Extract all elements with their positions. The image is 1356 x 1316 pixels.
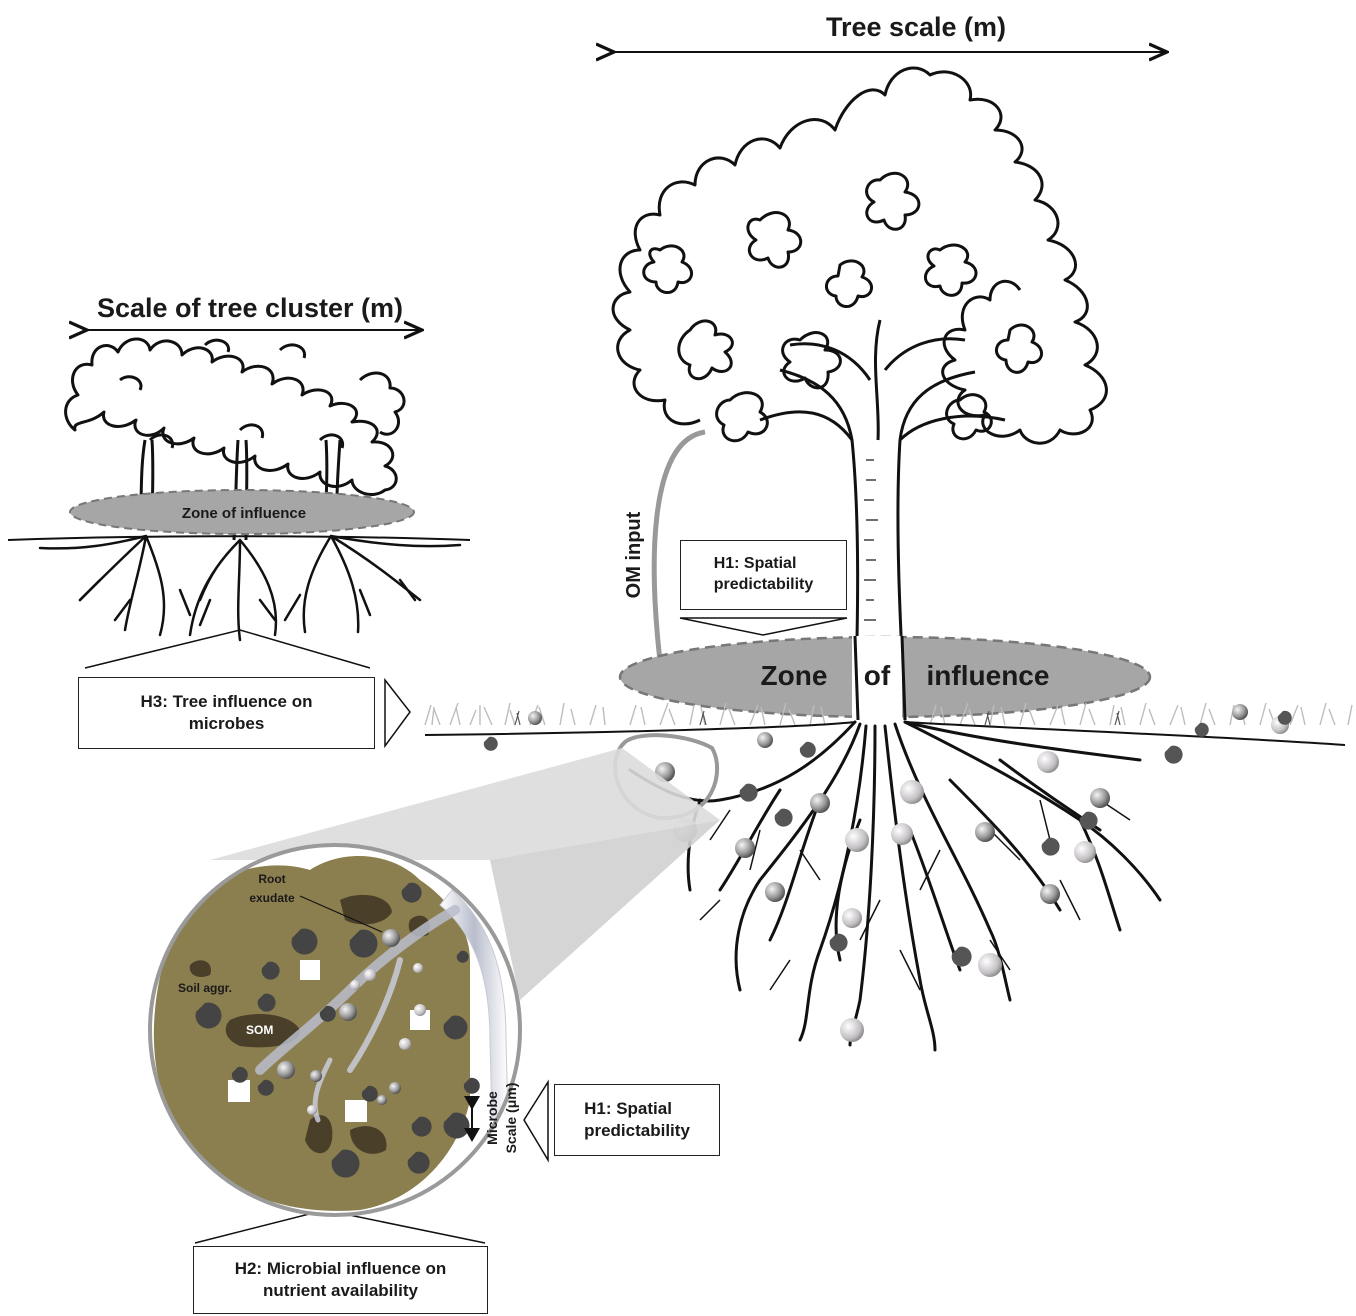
h1-bottom-box: H1: Spatial predictability — [554, 1084, 720, 1156]
cluster-roots — [40, 536, 460, 640]
h1-top-pointer — [680, 618, 847, 635]
tree-scale-label: Tree scale (m) — [826, 12, 1006, 42]
root-exudate-label-2: exudate — [249, 891, 295, 905]
h3-box: H3: Tree influence on microbes — [78, 677, 375, 749]
som-label: SOM — [246, 1023, 273, 1037]
big-tree-roots — [630, 722, 1160, 1050]
h1-top-text: H1: Spatial predictability — [714, 554, 814, 596]
cluster-callout-triangle — [85, 630, 370, 668]
h3-pointer — [385, 680, 410, 746]
cluster-canopy — [66, 339, 397, 495]
h3-text: H3: Tree influence on microbes — [141, 691, 313, 735]
big-zone-label-1: Zone — [761, 660, 828, 691]
h1-bottom-text: H1: Spatial predictability — [584, 1098, 690, 1142]
om-input-label: OM input — [623, 511, 645, 598]
h2-box: H2: Microbial influence on nutrient avai… — [193, 1246, 488, 1314]
big-tree-canopy — [613, 68, 1106, 443]
soil-aggr-label: Soil aggr. — [178, 981, 232, 995]
microbe-scale-label-1: Microbe — [484, 1091, 500, 1145]
h1-top-box: H1: Spatial predictability — [680, 540, 847, 610]
microbe-scale-label-2: Scale (μm) — [503, 1083, 519, 1154]
root-exudate-label-1: Root — [258, 872, 285, 886]
big-zone-label-2: of — [864, 660, 891, 691]
big-tree — [613, 68, 1106, 720]
big-zone-label-3: influence — [927, 660, 1050, 691]
h2-text: H2: Microbial influence on nutrient avai… — [235, 1258, 447, 1302]
h1-bottom-pointer — [524, 1082, 548, 1160]
small-zone-label: Zone of influence — [182, 505, 306, 522]
cluster-scale-label: Scale of tree cluster (m) — [97, 293, 403, 323]
